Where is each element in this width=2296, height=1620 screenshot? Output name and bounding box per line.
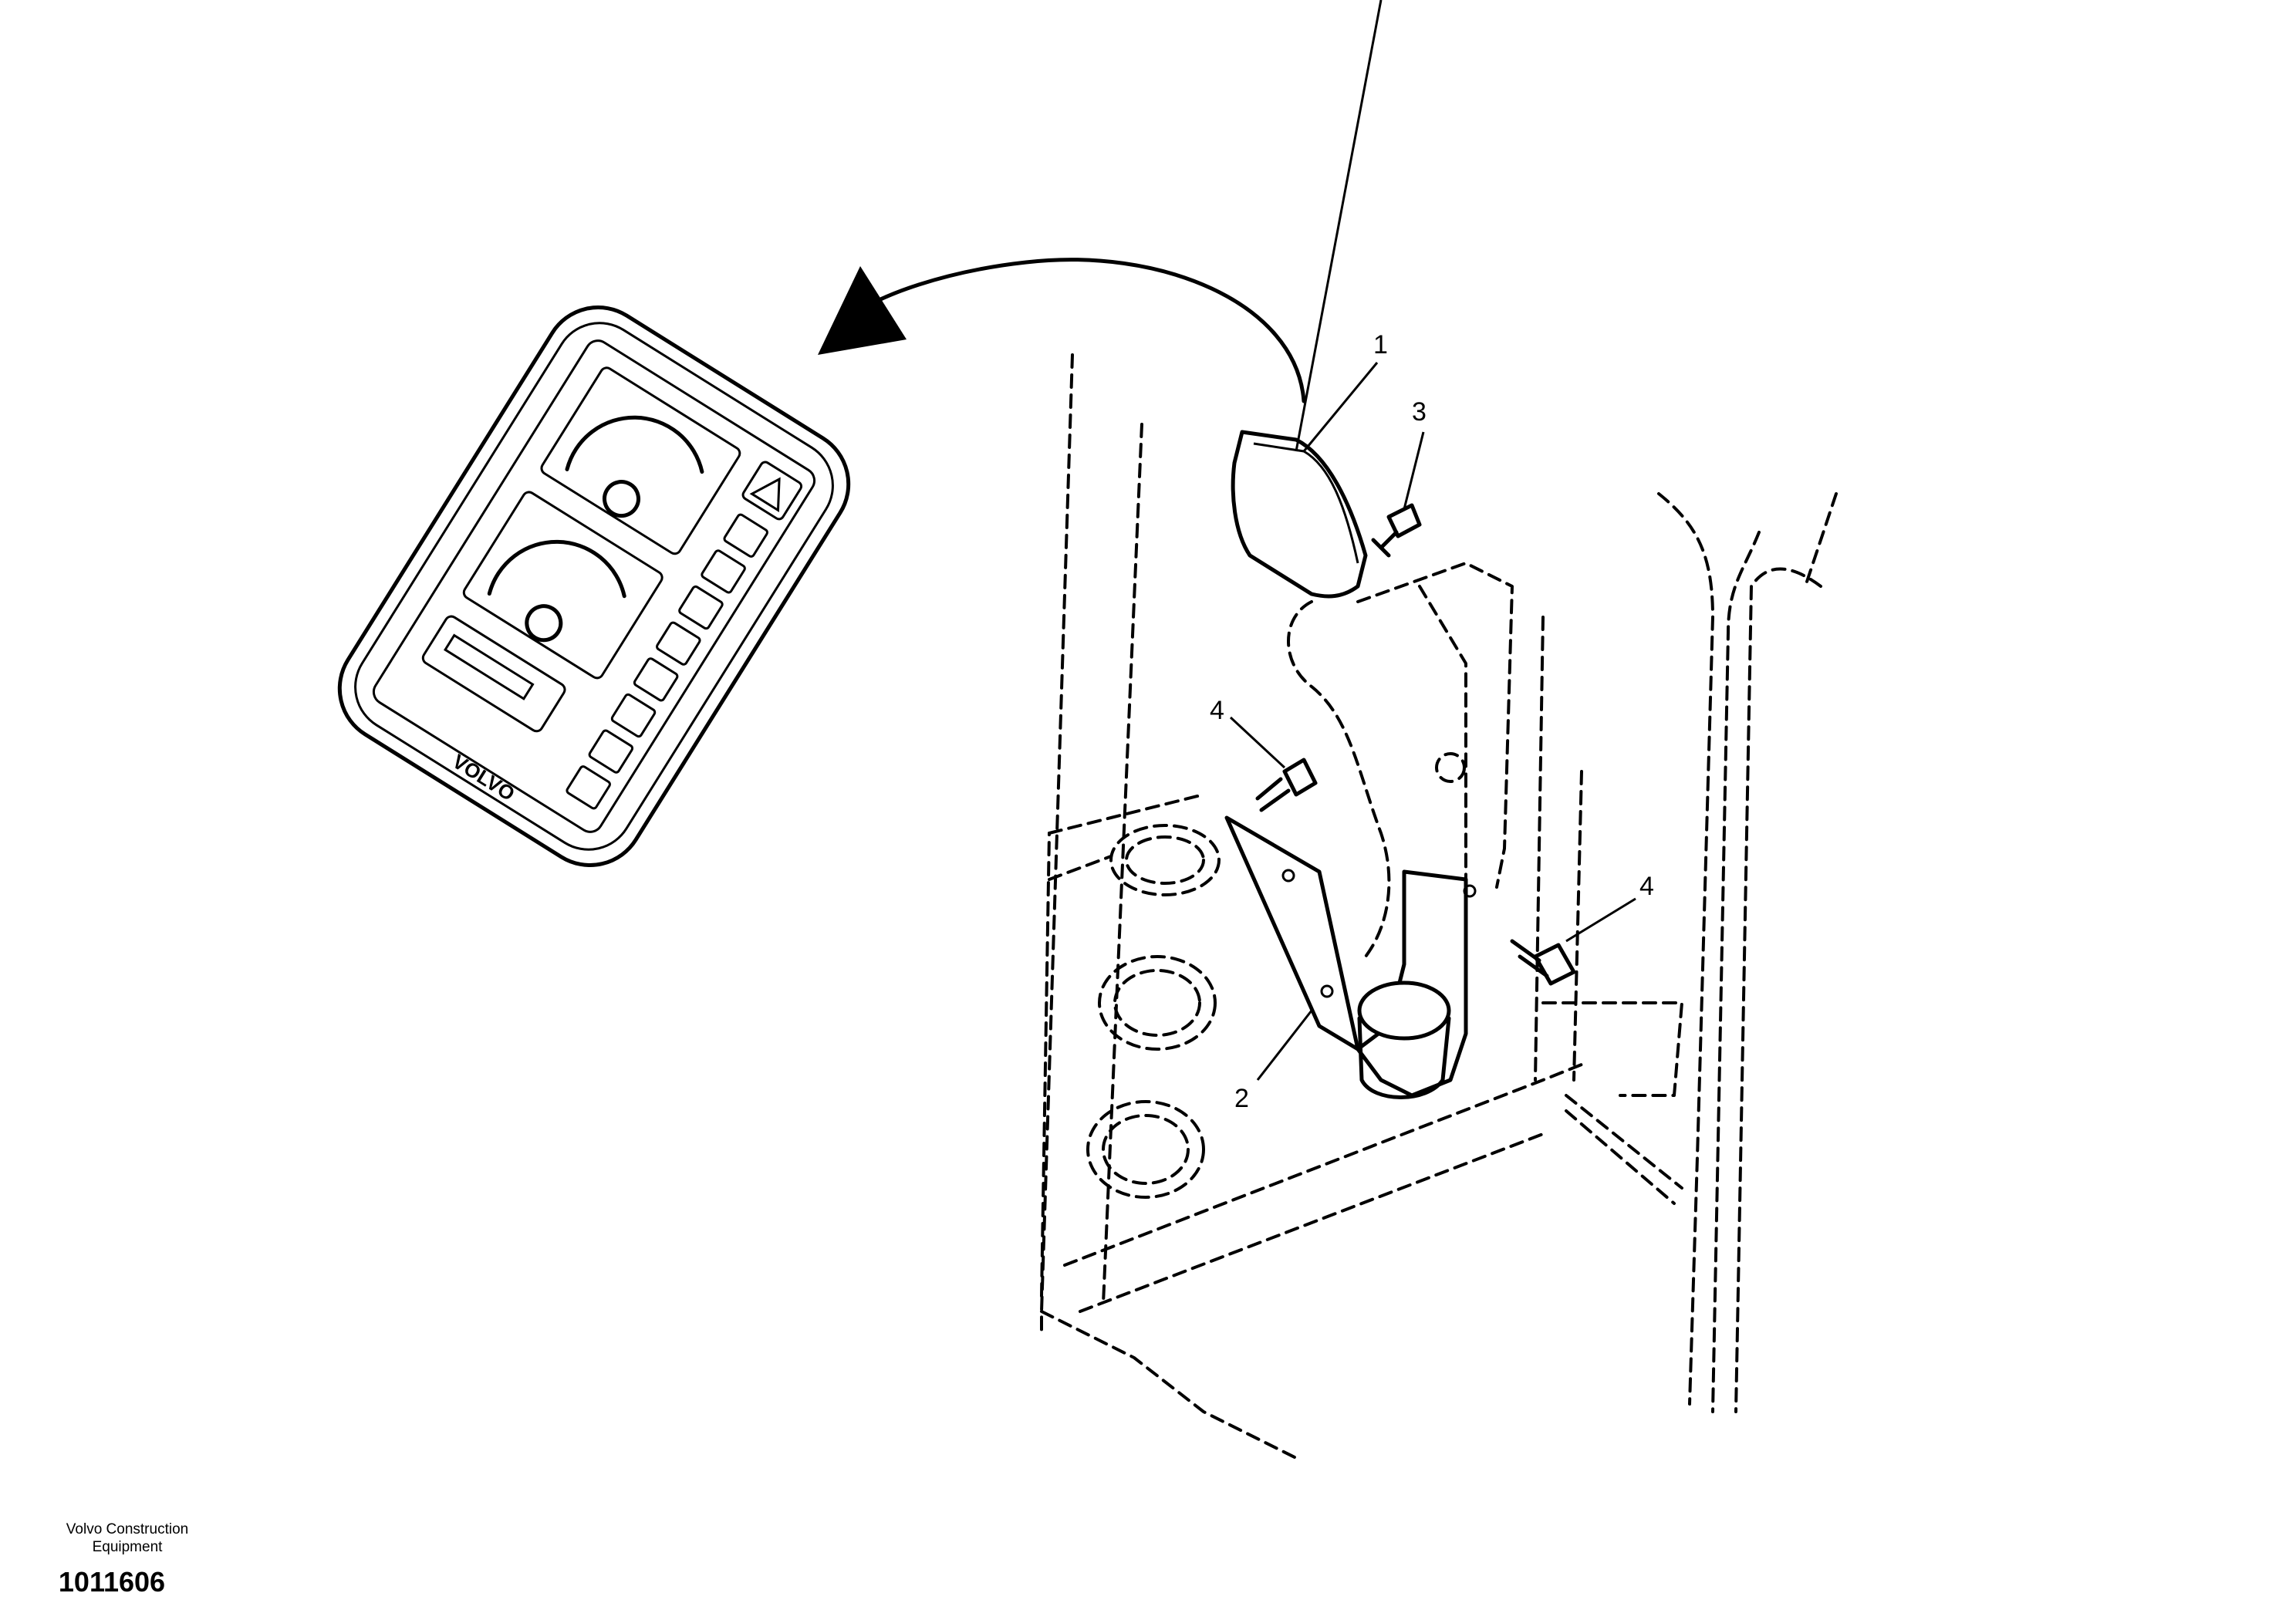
instrument-panel: VOLVO [337,305,851,867]
bracket-part-2 [1224,815,1477,1099]
callout-3: 3 [1412,397,1427,427]
callout-4-right: 4 [1639,872,1654,901]
gauge-icon [540,366,741,555]
figure-number: 1011606 [58,1566,166,1598]
bolt-icon [1371,503,1422,558]
curved-arrow-icon [818,258,1306,403]
callout-1: 1 [1373,330,1388,359]
callout-4-upper: 4 [1210,696,1224,725]
warning-triangle-icon [741,461,803,521]
cover-part-1 [1231,430,1368,599]
brand-line-1: Volvo Construction [66,1521,189,1537]
brand-line-2: Equipment [92,1539,163,1555]
callout-2: 2 [1234,1084,1249,1113]
bolt-icon [1510,939,1576,986]
bolt-icon [1255,758,1318,812]
gauge-icon [462,491,663,680]
cab-outline [1040,353,1838,1460]
